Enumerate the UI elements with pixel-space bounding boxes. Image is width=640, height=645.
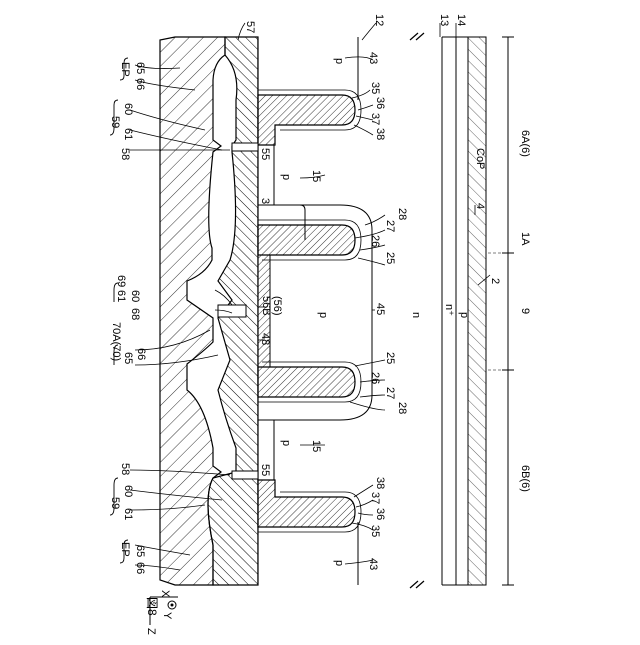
label-28-top: 28 xyxy=(396,208,408,220)
label-56i: (56) xyxy=(271,296,283,316)
label-14: 14 xyxy=(455,14,467,26)
dimension-9: 9 xyxy=(519,308,531,314)
label-68: 68 xyxy=(129,308,141,320)
label-37-top: 37 xyxy=(369,113,381,125)
axis-z-label: Z xyxy=(145,628,157,635)
label-58-top: 58 xyxy=(119,148,131,160)
label-61-bottom: 61 xyxy=(122,508,134,520)
label-15-top: 15 xyxy=(310,170,322,182)
label-28-bottom: 28 xyxy=(396,402,408,414)
label-69: 69 xyxy=(115,275,127,287)
label-n: n xyxy=(410,312,422,318)
figure-number: 図8 xyxy=(145,597,159,616)
label-60-top: 60 xyxy=(122,103,134,115)
axis-x-label: X xyxy=(159,590,171,598)
label-35-bottom: 35 xyxy=(369,525,381,537)
dimension-6a: 6A(6) xyxy=(519,130,531,157)
label-45: 45 xyxy=(374,303,386,315)
label-70a: 70A(70) xyxy=(110,322,122,361)
dimension-6b: 6B(6) xyxy=(519,465,531,492)
label-12: 12 xyxy=(373,14,385,26)
label-66-center: 66 xyxy=(135,348,147,360)
contact-plug-bottom xyxy=(232,471,258,479)
label-27-bottom: 27 xyxy=(384,387,396,399)
label-25-bottom: 25 xyxy=(384,352,396,364)
label-36-bottom: 36 xyxy=(374,508,386,520)
label-36-top: 36 xyxy=(374,97,386,109)
label-60-bottom: 60 xyxy=(122,485,134,497)
label-48: 48 xyxy=(259,333,271,345)
label-55-bottom: 55 xyxy=(259,464,271,476)
label-26-bottom: 26 xyxy=(369,372,381,384)
label-27-top: 27 xyxy=(384,220,396,232)
axis-y-label: Y xyxy=(161,612,173,620)
dimension-1a: 1A xyxy=(519,232,531,246)
trench-gate-lower-center xyxy=(258,367,355,397)
label-26-top: 26 xyxy=(369,235,381,247)
label-cop: CoP xyxy=(474,148,486,169)
label-p-layer: p xyxy=(458,312,470,318)
collector-layer xyxy=(468,37,486,585)
label-p-15-bottom: p xyxy=(280,440,292,446)
trench-gate-upper-center xyxy=(258,225,355,255)
label-66-top: 66 xyxy=(134,78,146,90)
label-38-top: 38 xyxy=(374,128,386,140)
label-15-bottom: 15 xyxy=(310,440,322,452)
label-43-bottom: 43 xyxy=(367,558,379,570)
label-35-top: 35 xyxy=(369,82,381,94)
label-58-bottom: 58 xyxy=(119,463,131,475)
label-ep-top: EP xyxy=(119,62,131,77)
label-61-center: 61 xyxy=(115,290,127,302)
label-p-15-top: p xyxy=(280,174,292,180)
label-55-top: 55 xyxy=(259,148,271,160)
label-65-bottom: 65 xyxy=(134,545,146,557)
label-60-center: 60 xyxy=(129,290,141,302)
label-37-bottom: 37 xyxy=(369,492,381,504)
label-59-top: 59 xyxy=(109,116,121,128)
label-43-top: 43 xyxy=(367,52,379,64)
label-66-bottom: 66 xyxy=(134,562,146,574)
label-3: 3 xyxy=(259,198,271,204)
label-p-43-top: p xyxy=(333,58,345,64)
label-65-top: 65 xyxy=(134,62,146,74)
contact-plug-top xyxy=(232,143,258,151)
label-38-bottom: 38 xyxy=(374,477,386,489)
label-ep-bottom: EP xyxy=(119,542,131,557)
label-65-center: 65 xyxy=(122,352,134,364)
label-4: 4 xyxy=(474,203,486,209)
label-nplus: n⁺ xyxy=(443,304,455,316)
label-2: 2 xyxy=(489,278,501,284)
label-13: 13 xyxy=(438,14,450,26)
label-p-45: p xyxy=(317,312,329,318)
label-61-top: 61 xyxy=(122,128,134,140)
label-p-43-bottom: p xyxy=(333,560,345,566)
contact-plug-center xyxy=(218,305,246,317)
label-25-top: 25 xyxy=(384,252,396,264)
label-57: 57 xyxy=(244,21,256,33)
label-56b: 56B xyxy=(260,296,272,316)
label-59-bottom: 59 xyxy=(109,497,121,509)
